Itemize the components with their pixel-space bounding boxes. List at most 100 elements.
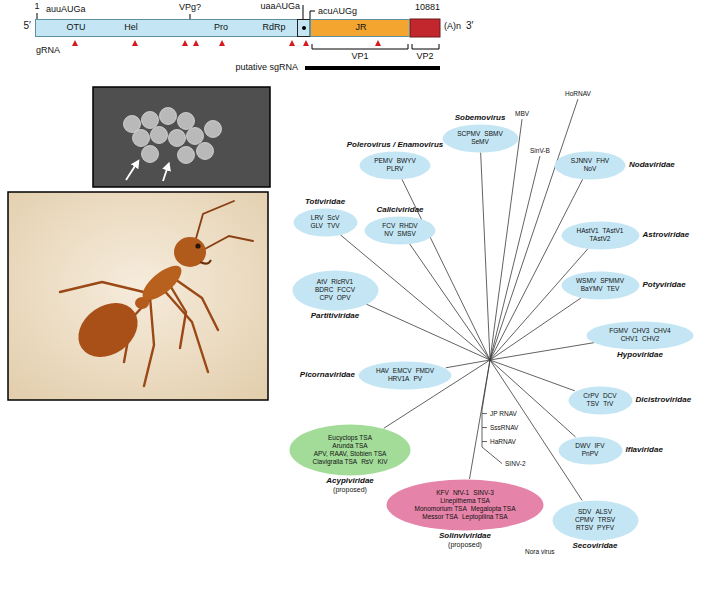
clade-ellipse: KFVNfV-1SINV-3Linepithema TSAMonomorium …: [386, 479, 544, 531]
virus-name: TAstV2: [590, 235, 611, 243]
leaf-label: HoRNAV: [565, 90, 591, 97]
clade-heading: Hypoviridae: [617, 351, 663, 360]
virus-name: PLRV: [387, 165, 404, 173]
virus-name: SINV-3: [473, 489, 494, 497]
clade-fill: [290, 425, 411, 476]
tree-branch: [482, 360, 490, 447]
virus-name: Arunda TSA: [332, 442, 367, 450]
clade-ellipse: FCVRHDVNVSMSVCaliciviridae: [364, 216, 436, 245]
ant-thorax: [137, 260, 187, 306]
virus-name: RTSV: [576, 524, 593, 532]
tree-branch: [490, 343, 594, 360]
family-name: Sobemovirus: [455, 114, 506, 123]
clade-fill: [292, 270, 378, 310]
virus-name: Linepithema TSA: [440, 497, 490, 505]
ant-leg: [168, 282, 186, 348]
annotation-label: 10881: [415, 3, 440, 13]
leaf-label: SinV-B: [530, 147, 550, 154]
virus-name: NfV-1: [453, 489, 469, 497]
leaf-label: SINV-2: [505, 460, 526, 467]
clade-ellipse: Eucyclops TSAArunda TSAAPV, RAAV, Stobie…: [289, 424, 411, 476]
virus-name: TrV: [603, 400, 613, 408]
ant-legs: [60, 277, 218, 386]
tree-branch: [490, 179, 583, 360]
virus-name: DCV: [603, 392, 617, 400]
clade-fill: [552, 500, 638, 540]
leaf-list: PEMVBWYVPLRV: [373, 157, 418, 173]
virus-name: Clavigralla TSA: [312, 458, 357, 466]
clade-heading: Partitiviridae: [311, 312, 359, 321]
domain-label: Pro: [214, 23, 228, 33]
leaf-list: CrPVDCVTSVTrV: [580, 392, 620, 408]
family-name: Dicistroviridae: [636, 396, 692, 405]
virus-particles: [124, 108, 222, 164]
tree-branch: [410, 244, 490, 360]
clade-outline: [552, 500, 639, 541]
tree-branch: [490, 119, 522, 360]
clade-ellipse: WSMVSPMMVBaYMVTEVPotyviridae: [561, 271, 640, 300]
particle: [160, 108, 177, 125]
virus-name: KFV: [436, 489, 449, 497]
virus-name: Leptopilina TSA: [462, 513, 508, 521]
ant-mandible: [200, 260, 211, 264]
virus-name: FCV: [382, 222, 395, 230]
virus-name: FHV: [596, 157, 609, 165]
family-name: Totiviridae: [305, 198, 345, 207]
particle: [169, 130, 186, 147]
virus-name: BDRC: [315, 286, 333, 294]
virus-name: FGMV: [609, 327, 628, 335]
clade-heading: Polerovirus / Enamovirus: [347, 141, 443, 150]
ant-leg: [60, 282, 152, 294]
leaf-list: KFVNfV-1SINV-3Linepithema TSAMonomorium …: [413, 489, 518, 521]
domain-label: OTU: [67, 23, 86, 33]
virus-name: Megalopta TSA: [471, 505, 516, 513]
family-name: Iflaviridae: [626, 446, 663, 455]
virus-name: IFV: [595, 442, 605, 450]
virus-name: KiV: [377, 458, 387, 466]
ant-photo: [8, 192, 268, 400]
status-note: (proposed): [326, 486, 374, 494]
leaf-label: Nora virus: [525, 548, 555, 555]
tree-branch: [446, 360, 490, 368]
clade-ellipse: SJNNVFHVNoVNodaviridae: [554, 151, 626, 180]
tree-branch: [469, 360, 490, 479]
particle: [142, 146, 159, 163]
clade-heading: Sobemovirus: [455, 114, 506, 123]
virus-name: BWYV: [397, 157, 416, 165]
pointer-arrow: [163, 166, 168, 181]
clade-fill: [365, 216, 436, 244]
annotation-label: VP1: [351, 52, 368, 62]
leaf-list: AtVRlcRV1BDRCFCCVCPVOPV: [308, 278, 363, 302]
tree-branch: [490, 156, 540, 360]
red-triangles: [72, 40, 381, 46]
clade-ellipse: HAVEMCVFMDVHRV1APVPicornaviridae: [358, 361, 452, 390]
leaf-list: Eucyclops TSAArunda TSAAPV, RAAV, Stobie…: [310, 434, 390, 466]
clade-heading: Caliciviridae: [376, 206, 423, 215]
virus-name: TAstV1: [603, 227, 624, 235]
virus-name: SDV: [578, 508, 591, 516]
family-name: Polerovirus / Enamovirus: [347, 141, 443, 150]
annotation-label: VPg?: [179, 3, 201, 13]
leaf-label: MBV: [515, 110, 529, 117]
virus-name: WSMV: [576, 277, 596, 285]
leaf-list: DWVIFVPnPV: [570, 442, 610, 458]
codon-leader: [310, 11, 315, 19]
leaf-label: JP RNAV: [490, 410, 517, 417]
genome-segment: OTUHelProRdRp: [35, 19, 310, 37]
leaf-list: SJNNVFHVNoV: [568, 157, 613, 173]
clade-heading: Secoviridae: [573, 542, 618, 551]
particle: [187, 128, 204, 145]
antenna: [203, 236, 253, 250]
virus-name: DWV: [575, 442, 590, 450]
virus-name: FMDV: [416, 367, 434, 375]
virus-name: Eucyclops TSA: [328, 434, 372, 442]
clade-heading: Potyviridae: [643, 281, 686, 290]
clade-heading: Nodaviridae: [629, 161, 675, 170]
clade-ellipse: LRVScVGLVTVVTotiviridae: [293, 208, 358, 237]
clade-ellipse: SDVALSVCPMVTRSVRTSVPYFVSecoviridae: [552, 500, 639, 541]
clade-ellipse: HAstV1TAstV1TAstV2Astroviridae: [561, 221, 640, 250]
pointer-arrow: [126, 163, 137, 180]
tem-frame: [93, 87, 270, 187]
family-name: Partitiviridae: [311, 312, 359, 321]
clade-ellipse: FGMVCHV3CHV4CHV1CHV2Hypoviridae: [586, 321, 694, 350]
